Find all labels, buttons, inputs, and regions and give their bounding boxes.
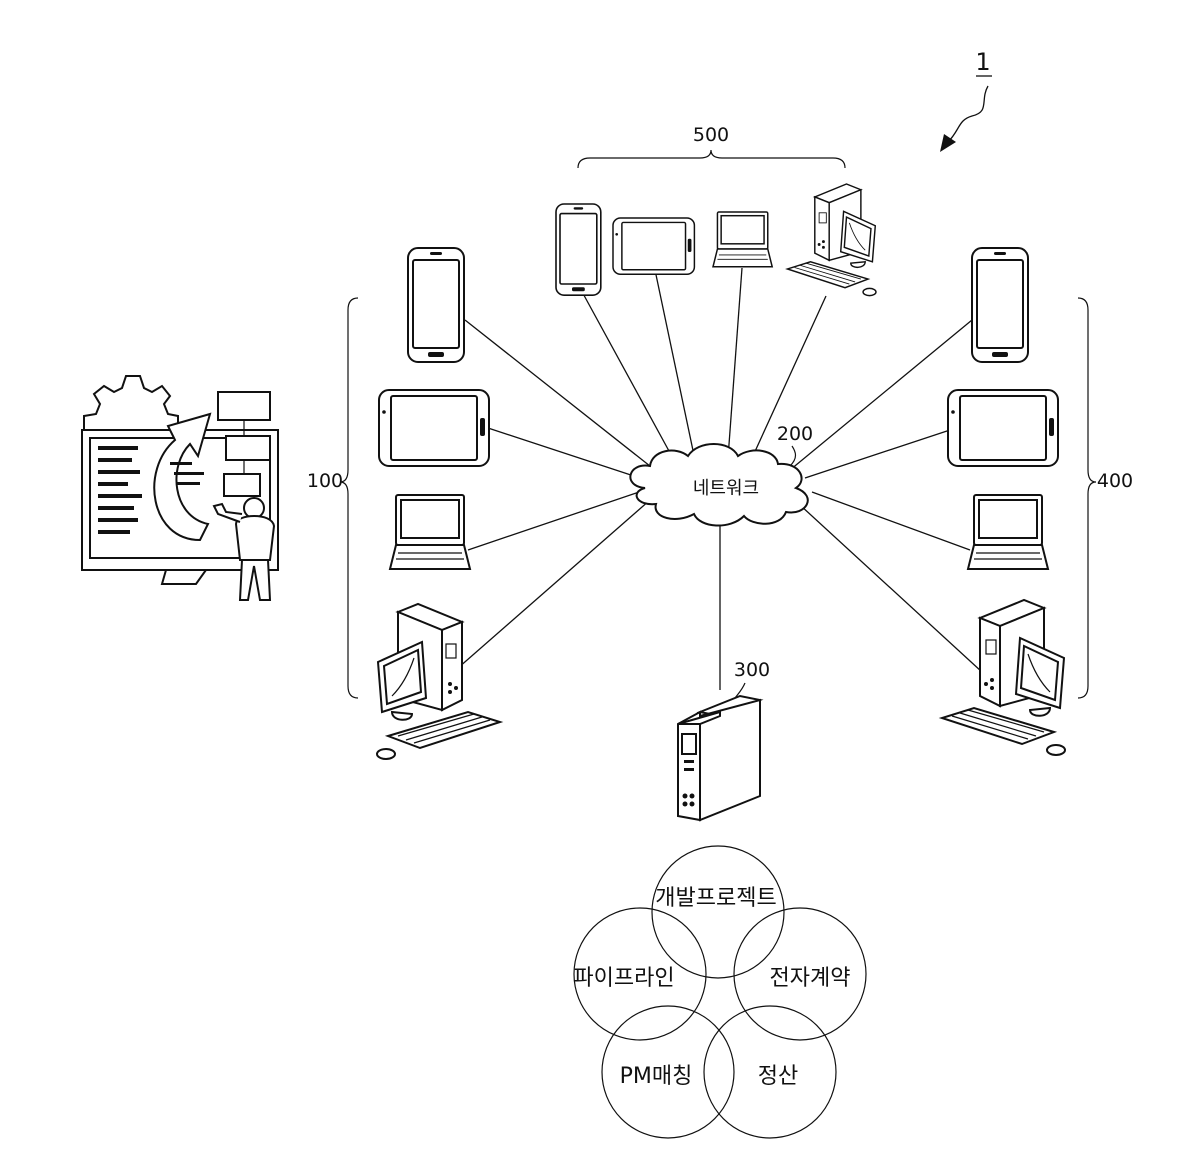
venn-diagram: 개발프로젝트 파이프라인 전자계약 PM매칭 정산 bbox=[573, 846, 866, 1138]
left-devices bbox=[377, 248, 500, 759]
server-300: 300 bbox=[678, 659, 770, 820]
right-devices bbox=[942, 248, 1065, 755]
smartphone-icon bbox=[556, 204, 601, 295]
workflow-monitor-person-illustration bbox=[82, 376, 278, 600]
top-devices bbox=[556, 184, 876, 296]
gear-icon bbox=[84, 376, 178, 430]
venn-label-contract: 전자계약 bbox=[770, 966, 851, 991]
server-tower-icon bbox=[678, 696, 760, 820]
tablet-icon bbox=[948, 390, 1058, 466]
network-ref-label: 200 bbox=[777, 423, 813, 445]
laptop-icon bbox=[713, 212, 772, 267]
group-500: 500 bbox=[578, 124, 845, 168]
laptop-icon bbox=[390, 495, 470, 569]
desktop-computer-icon bbox=[787, 184, 876, 296]
venn-label-pm-matching: PM매칭 bbox=[620, 1064, 693, 1089]
tablet-icon bbox=[379, 390, 489, 466]
group-400-label: 400 bbox=[1097, 470, 1133, 492]
group-400: 400 bbox=[1078, 298, 1133, 698]
tablet-icon bbox=[613, 218, 694, 274]
group-100-label: 100 bbox=[307, 470, 343, 492]
desktop-computer-icon bbox=[377, 604, 500, 759]
smartphone-icon bbox=[972, 248, 1028, 362]
venn-label-settlement: 정산 bbox=[758, 1064, 798, 1089]
figure-ref-number: 1 bbox=[975, 48, 990, 76]
network-cloud: 네트워크 200 bbox=[630, 423, 813, 526]
group-500-label: 500 bbox=[693, 124, 729, 146]
venn-circle-dev-project bbox=[652, 846, 784, 978]
desktop-computer-icon bbox=[942, 600, 1065, 755]
arrow-head-icon bbox=[940, 134, 956, 152]
network-label: 네트워크 bbox=[693, 478, 759, 499]
server-ref-label: 300 bbox=[734, 659, 770, 681]
smartphone-icon bbox=[408, 248, 464, 362]
venn-label-dev-project: 개발프로젝트 bbox=[655, 886, 776, 911]
venn-label-pipeline: 파이프라인 bbox=[573, 966, 674, 991]
figure-reference: 1 bbox=[940, 48, 992, 152]
laptop-icon bbox=[968, 495, 1048, 569]
group-100: 100 bbox=[307, 298, 358, 698]
